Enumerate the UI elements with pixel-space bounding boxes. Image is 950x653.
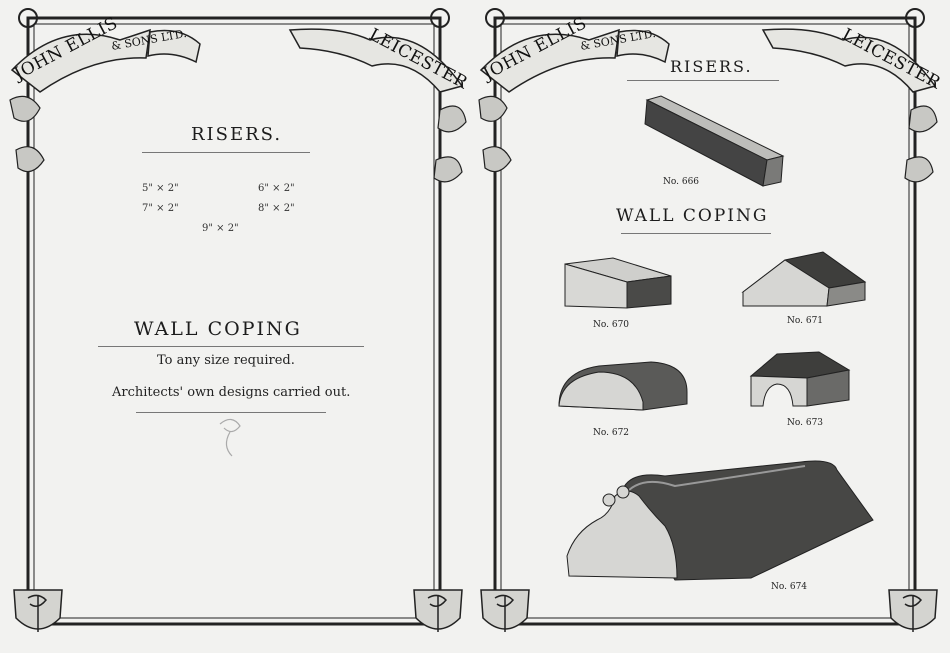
divider bbox=[136, 412, 326, 413]
item-label: No. 674 bbox=[771, 582, 808, 592]
catalogue-page-left: JOHN ELLIS & SONS LTD. LEICESTER RISERS.… bbox=[9, 8, 472, 632]
size-label: 7" × 2" bbox=[142, 203, 179, 214]
fleuron-ornament-icon bbox=[219, 418, 241, 457]
item-label: No. 666 bbox=[663, 177, 700, 187]
risers-heading: RISERS. bbox=[670, 57, 753, 76]
coping-671-illustration bbox=[741, 251, 867, 307]
coping-674-illustration bbox=[566, 460, 874, 581]
divider bbox=[98, 346, 364, 347]
item-label: No. 672 bbox=[593, 428, 630, 438]
divider bbox=[621, 233, 771, 234]
coping-673-illustration bbox=[749, 351, 851, 407]
divider bbox=[142, 152, 310, 153]
note-line: Architects' own designs carried out. bbox=[112, 385, 351, 400]
coping-670-illustration bbox=[564, 257, 672, 309]
size-label: 9" × 2" bbox=[202, 223, 239, 234]
ornamental-border: JOHN ELLIS & SONS LTD. LEICESTER bbox=[9, 8, 471, 632]
size-label: 5" × 2" bbox=[142, 183, 179, 194]
item-label: No. 671 bbox=[787, 316, 824, 326]
catalogue-page-right: JOHN ELLIS & SONS LTD. LEICESTER RISERS.… bbox=[475, 0, 950, 653]
riser-666-illustration bbox=[644, 95, 785, 187]
item-label: No. 670 bbox=[593, 320, 630, 330]
coping-672-illustration bbox=[558, 361, 688, 411]
wall-coping-heading: WALL COPING bbox=[616, 206, 769, 226]
risers-heading: RISERS. bbox=[191, 124, 283, 145]
size-label: 6" × 2" bbox=[258, 183, 295, 194]
wall-coping-heading: WALL COPING bbox=[134, 318, 302, 340]
size-label: 8" × 2" bbox=[258, 203, 295, 214]
divider bbox=[627, 80, 779, 81]
note-line: To any size required. bbox=[157, 353, 295, 368]
item-label: No. 673 bbox=[787, 418, 824, 428]
ornamental-border: JOHN ELLIS & SONS LTD. LEICESTER bbox=[478, 8, 944, 632]
